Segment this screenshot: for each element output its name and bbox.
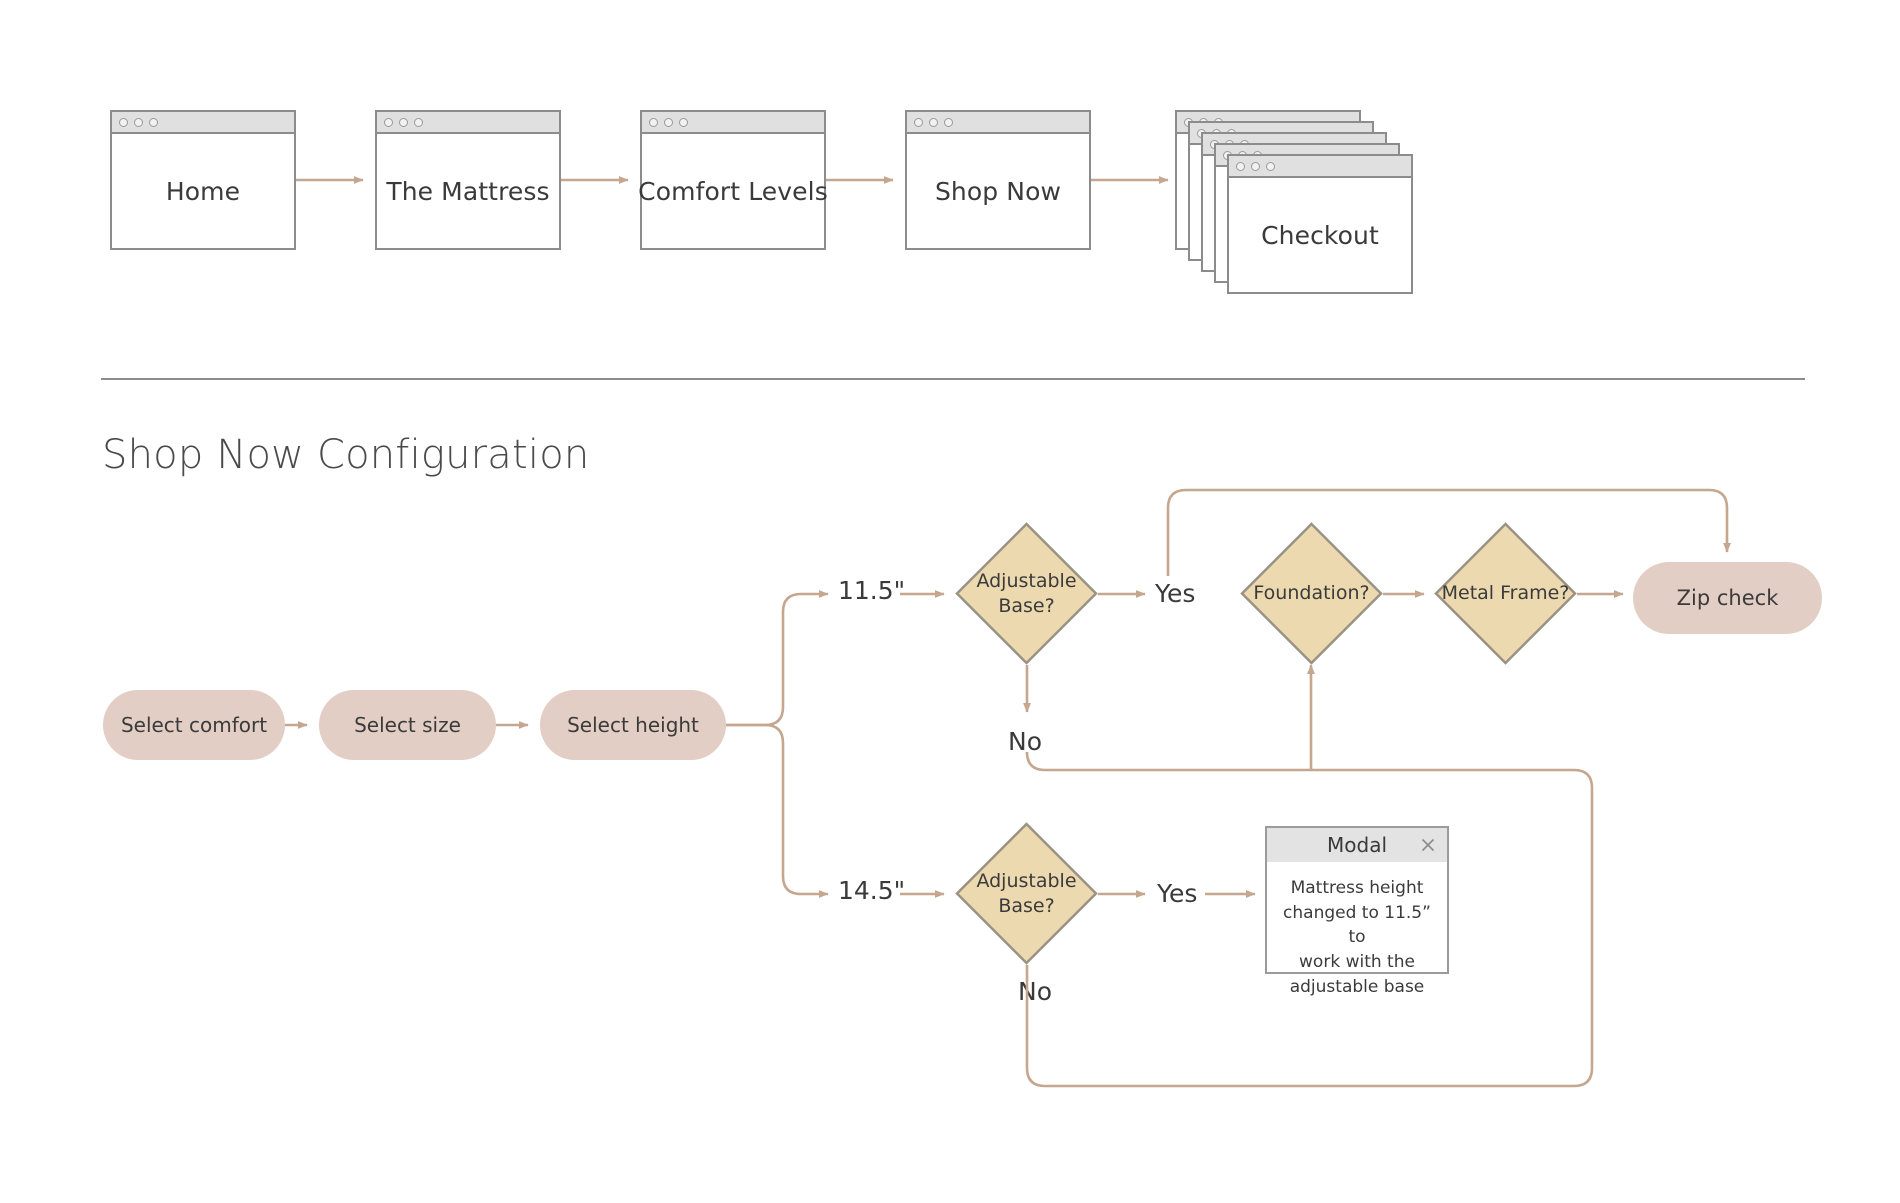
modal-body: Mattress height changed to 11.5” to work… (1267, 862, 1447, 1015)
edge-label-upper-yes: Yes (1155, 579, 1196, 608)
window-dot-icon (944, 117, 953, 127)
section-divider (101, 378, 1805, 380)
window-dot-icon (1266, 161, 1275, 171)
modal-titlebar: Modal (1267, 828, 1447, 862)
window-body: The Mattress (377, 134, 559, 248)
branch-label-upper-height: 11.5" (838, 576, 906, 605)
window-body: Comfort Levels (638, 134, 828, 248)
sitemap-window-checkout-stack[interactable]: Checkout (1175, 110, 1413, 294)
flow-node-zip-check[interactable]: Zip check (1633, 562, 1822, 634)
edge-label-lower-no: No (1018, 977, 1052, 1006)
diamond-shape (1434, 522, 1577, 665)
diamond-shape (955, 822, 1098, 965)
window-dot-icon (1236, 161, 1245, 171)
flow-node-select-height[interactable]: Select height (540, 690, 726, 760)
modal-dialog[interactable]: Modal Mattress height changed to 11.5” t… (1265, 826, 1449, 997)
window-dot-icon (149, 117, 158, 127)
diamond-shape (955, 522, 1098, 665)
window-dot-icon (414, 117, 423, 127)
window-dot-icon (929, 117, 938, 127)
window-titlebar (112, 112, 294, 134)
sitemap-window-comfort-levels[interactable]: Comfort Levels (638, 110, 828, 250)
window-dot-icon (679, 117, 688, 127)
sitemap-window-shop-now[interactable]: Shop Now (905, 110, 1091, 250)
window-dot-icon (664, 117, 673, 127)
window-titlebar (907, 112, 1089, 134)
window-dot-icon (119, 117, 128, 127)
window-dot-icon (1251, 161, 1260, 171)
window-body: Checkout (1229, 178, 1411, 292)
page-title: Shop Now Configuration (102, 432, 590, 478)
branch-label-lower-height: 14.5" (838, 876, 906, 905)
sitemap-window-home[interactable]: Home (110, 110, 296, 250)
window-dot-icon (914, 117, 923, 127)
line-upper-no-to-junction (1025, 751, 1311, 772)
window-dot-icon (134, 117, 143, 127)
flow-node-select-comfort[interactable]: Select comfort (103, 690, 285, 760)
window-titlebar (642, 112, 824, 134)
close-icon[interactable] (1419, 836, 1437, 854)
flow-decision-adjustable-base-lower[interactable]: Adjustable Base? (955, 822, 1098, 965)
checkout-stack-front[interactable]: Checkout (1227, 154, 1413, 294)
window-label: The Mattress (386, 176, 550, 206)
modal-body-line: adjustable base (1289, 976, 1425, 997)
window-dot-icon (384, 117, 393, 127)
flow-node-select-size[interactable]: Select size (319, 690, 496, 760)
window-dot-icon (649, 117, 658, 127)
window-body: Shop Now (907, 134, 1089, 248)
sitemap-window-the-mattress[interactable]: The Mattress (375, 110, 561, 250)
window-titlebar (1229, 156, 1411, 178)
modal-body-line: work with the (1299, 951, 1415, 972)
window-label: Home (165, 176, 241, 206)
arrow-height-to-14-5 (726, 723, 829, 898)
window-body: Home (112, 134, 294, 248)
window-label: Shop Now (934, 176, 1062, 206)
window-label: Checkout (1261, 220, 1379, 250)
edge-label-lower-yes: Yes (1157, 879, 1198, 908)
window-dot-icon (399, 117, 408, 127)
flow-decision-adjustable-base-upper[interactable]: Adjustable Base? (955, 522, 1098, 665)
modal-body-line: changed to 11.5” to (1283, 902, 1431, 948)
arrow-height-to-11-5 (726, 590, 829, 727)
modal-body-line: Mattress height (1290, 878, 1424, 898)
flow-decision-metal-frame[interactable]: Metal Frame? (1434, 522, 1577, 665)
flow-decision-foundation[interactable]: Foundation? (1240, 522, 1383, 665)
edge-label-upper-no: No (1008, 727, 1042, 756)
diamond-shape (1240, 522, 1383, 665)
window-titlebar (377, 112, 559, 134)
modal-title: Modal (1327, 833, 1387, 857)
window-label: Comfort Levels (638, 176, 828, 206)
